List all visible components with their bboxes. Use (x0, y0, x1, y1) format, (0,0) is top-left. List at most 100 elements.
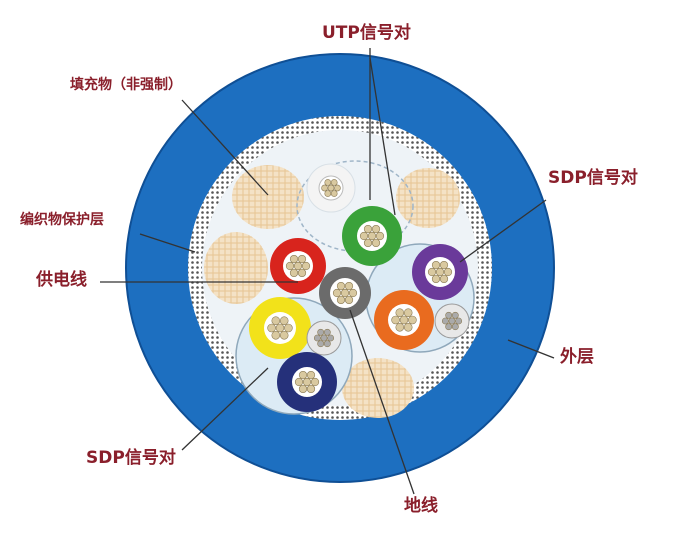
conductor-strand (431, 260, 441, 270)
conductor-strand (302, 377, 312, 387)
filler-left (204, 232, 268, 304)
conductor-strand (289, 268, 299, 278)
conductor-strand (332, 288, 342, 298)
filler-top-left (232, 165, 304, 229)
conductor-strand (371, 238, 381, 248)
conductor-sdp-navy (277, 352, 337, 412)
conductor-strand (306, 384, 316, 394)
conductor-strand (279, 316, 289, 326)
label-outer-layer: 外层 (560, 347, 594, 367)
conductor-strand (310, 377, 320, 387)
conductor-strand (375, 231, 385, 241)
conductor-strand (293, 261, 303, 271)
filler-bottom-right (342, 358, 414, 418)
conductor-power-red (270, 238, 326, 294)
conductor-strand (448, 317, 456, 325)
leader-sdp-right (459, 199, 547, 263)
conductor-strand (344, 295, 354, 305)
conductor-strand (431, 274, 441, 284)
conductor-strand (298, 370, 308, 380)
conductor-strand (267, 323, 276, 333)
conductor-strand (403, 322, 413, 332)
leader-outer (507, 339, 555, 359)
conductor-strand (359, 231, 369, 241)
conductor-strand (395, 308, 405, 318)
conductor-ground-gray (319, 267, 371, 319)
label-ground-line: 地线 (404, 496, 438, 516)
conductor-strand (439, 260, 449, 270)
conductor-strand (391, 315, 400, 325)
conductor-strand (320, 334, 328, 342)
conductor-sdp-yellow (249, 297, 311, 359)
utp-pair-sheath (296, 160, 414, 252)
conductor-strand (284, 323, 293, 333)
conductor-strand (367, 231, 377, 241)
conductor-strand (324, 179, 332, 186)
label-sdp-pair-right: SDP信号对 (548, 168, 638, 188)
conductor-strand (327, 184, 335, 192)
conductor-strand (340, 288, 350, 298)
conductor-strand (408, 315, 417, 325)
conductor-strand (313, 334, 321, 342)
conductor-strand (317, 328, 325, 336)
leader-ground (349, 309, 415, 495)
conductor-strand (327, 334, 335, 342)
leader-filler (181, 99, 269, 196)
leader-lines (100, 48, 555, 495)
label-sdp-pair-left: SDP信号对 (86, 448, 176, 468)
label-utp-pair: UTP信号对 (322, 23, 411, 43)
conductor-strand (399, 315, 409, 325)
label-braid-shield: 编织物保护层 (20, 212, 104, 228)
label-power-line: 供电线 (36, 270, 87, 290)
conductor-strand (336, 281, 346, 291)
conductor-strand (271, 316, 281, 326)
leader-braid (139, 233, 196, 253)
leader-utp-2 (369, 57, 396, 216)
conductor-utp-green (342, 206, 402, 266)
conductor-sdp-left-small (306, 320, 342, 356)
conductor-strand (395, 322, 405, 332)
conductor-strand (330, 190, 338, 197)
conductor-strand (363, 224, 373, 234)
filler-top-right (396, 168, 460, 228)
conductor-strand (289, 254, 299, 264)
conductor-strand (301, 261, 311, 271)
conductor-strand (324, 190, 332, 197)
conductor-strand (344, 281, 354, 291)
conductor-utp-white (306, 163, 356, 213)
conductor-strand (323, 340, 331, 348)
conductor-strand (323, 328, 331, 336)
conductor-strand (403, 308, 413, 318)
conductor-sdp-purple (412, 244, 468, 300)
conductor-strand (451, 323, 459, 331)
fillers (204, 165, 460, 418)
conductor-strand (297, 268, 307, 278)
conductor-strand (445, 323, 453, 331)
conductor-strand (441, 317, 449, 325)
conductor-sdp-right-small (434, 303, 470, 339)
conductor-strand (348, 288, 358, 298)
conductor-strand (443, 267, 453, 277)
conductor-strand (330, 179, 338, 186)
conductor-strand (298, 384, 308, 394)
conductor-strand (435, 267, 445, 277)
conductors (249, 163, 470, 412)
conductor-strand (363, 238, 373, 248)
conductor-strand (275, 323, 285, 333)
conductor-strand (317, 340, 325, 348)
conductor-strand (427, 267, 437, 277)
conductor-strand (279, 330, 289, 340)
conductor-strand (451, 311, 459, 319)
conductor-strand (297, 254, 307, 264)
conductor-strand (371, 224, 381, 234)
label-filler: 填充物（非强制） (70, 77, 182, 93)
leader-sdp-left (181, 367, 269, 451)
conductor-strand (271, 330, 281, 340)
conductor-strand (445, 311, 453, 319)
conductor-strand (336, 295, 346, 305)
conductor-strand (285, 261, 295, 271)
conductor-strand (439, 274, 449, 284)
conductor-sdp-orange (374, 290, 434, 350)
